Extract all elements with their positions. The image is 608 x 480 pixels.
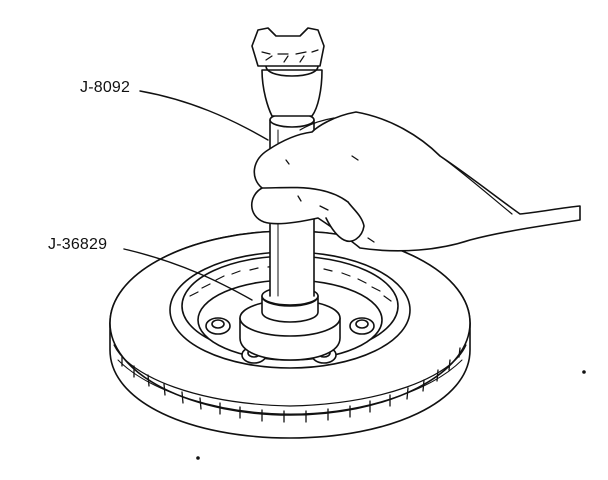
wheel-stud bbox=[349, 317, 375, 335]
speck-mark bbox=[196, 456, 200, 460]
leader-line-j36829 bbox=[123, 248, 253, 301]
drive-head bbox=[251, 27, 325, 67]
leader-line-j8092 bbox=[139, 90, 269, 141]
callout-label-j36829: J-36829 bbox=[48, 236, 108, 253]
callout-label-j8092: J-8092 bbox=[80, 79, 131, 96]
technician-hand bbox=[250, 111, 581, 252]
installer-j36829 bbox=[239, 286, 341, 361]
speck-mark bbox=[582, 370, 586, 374]
brake-rotor bbox=[109, 230, 471, 439]
rotor-cooling-vanes bbox=[113, 344, 467, 423]
handle-grip bbox=[261, 69, 323, 117]
wheel-stud bbox=[205, 317, 231, 335]
